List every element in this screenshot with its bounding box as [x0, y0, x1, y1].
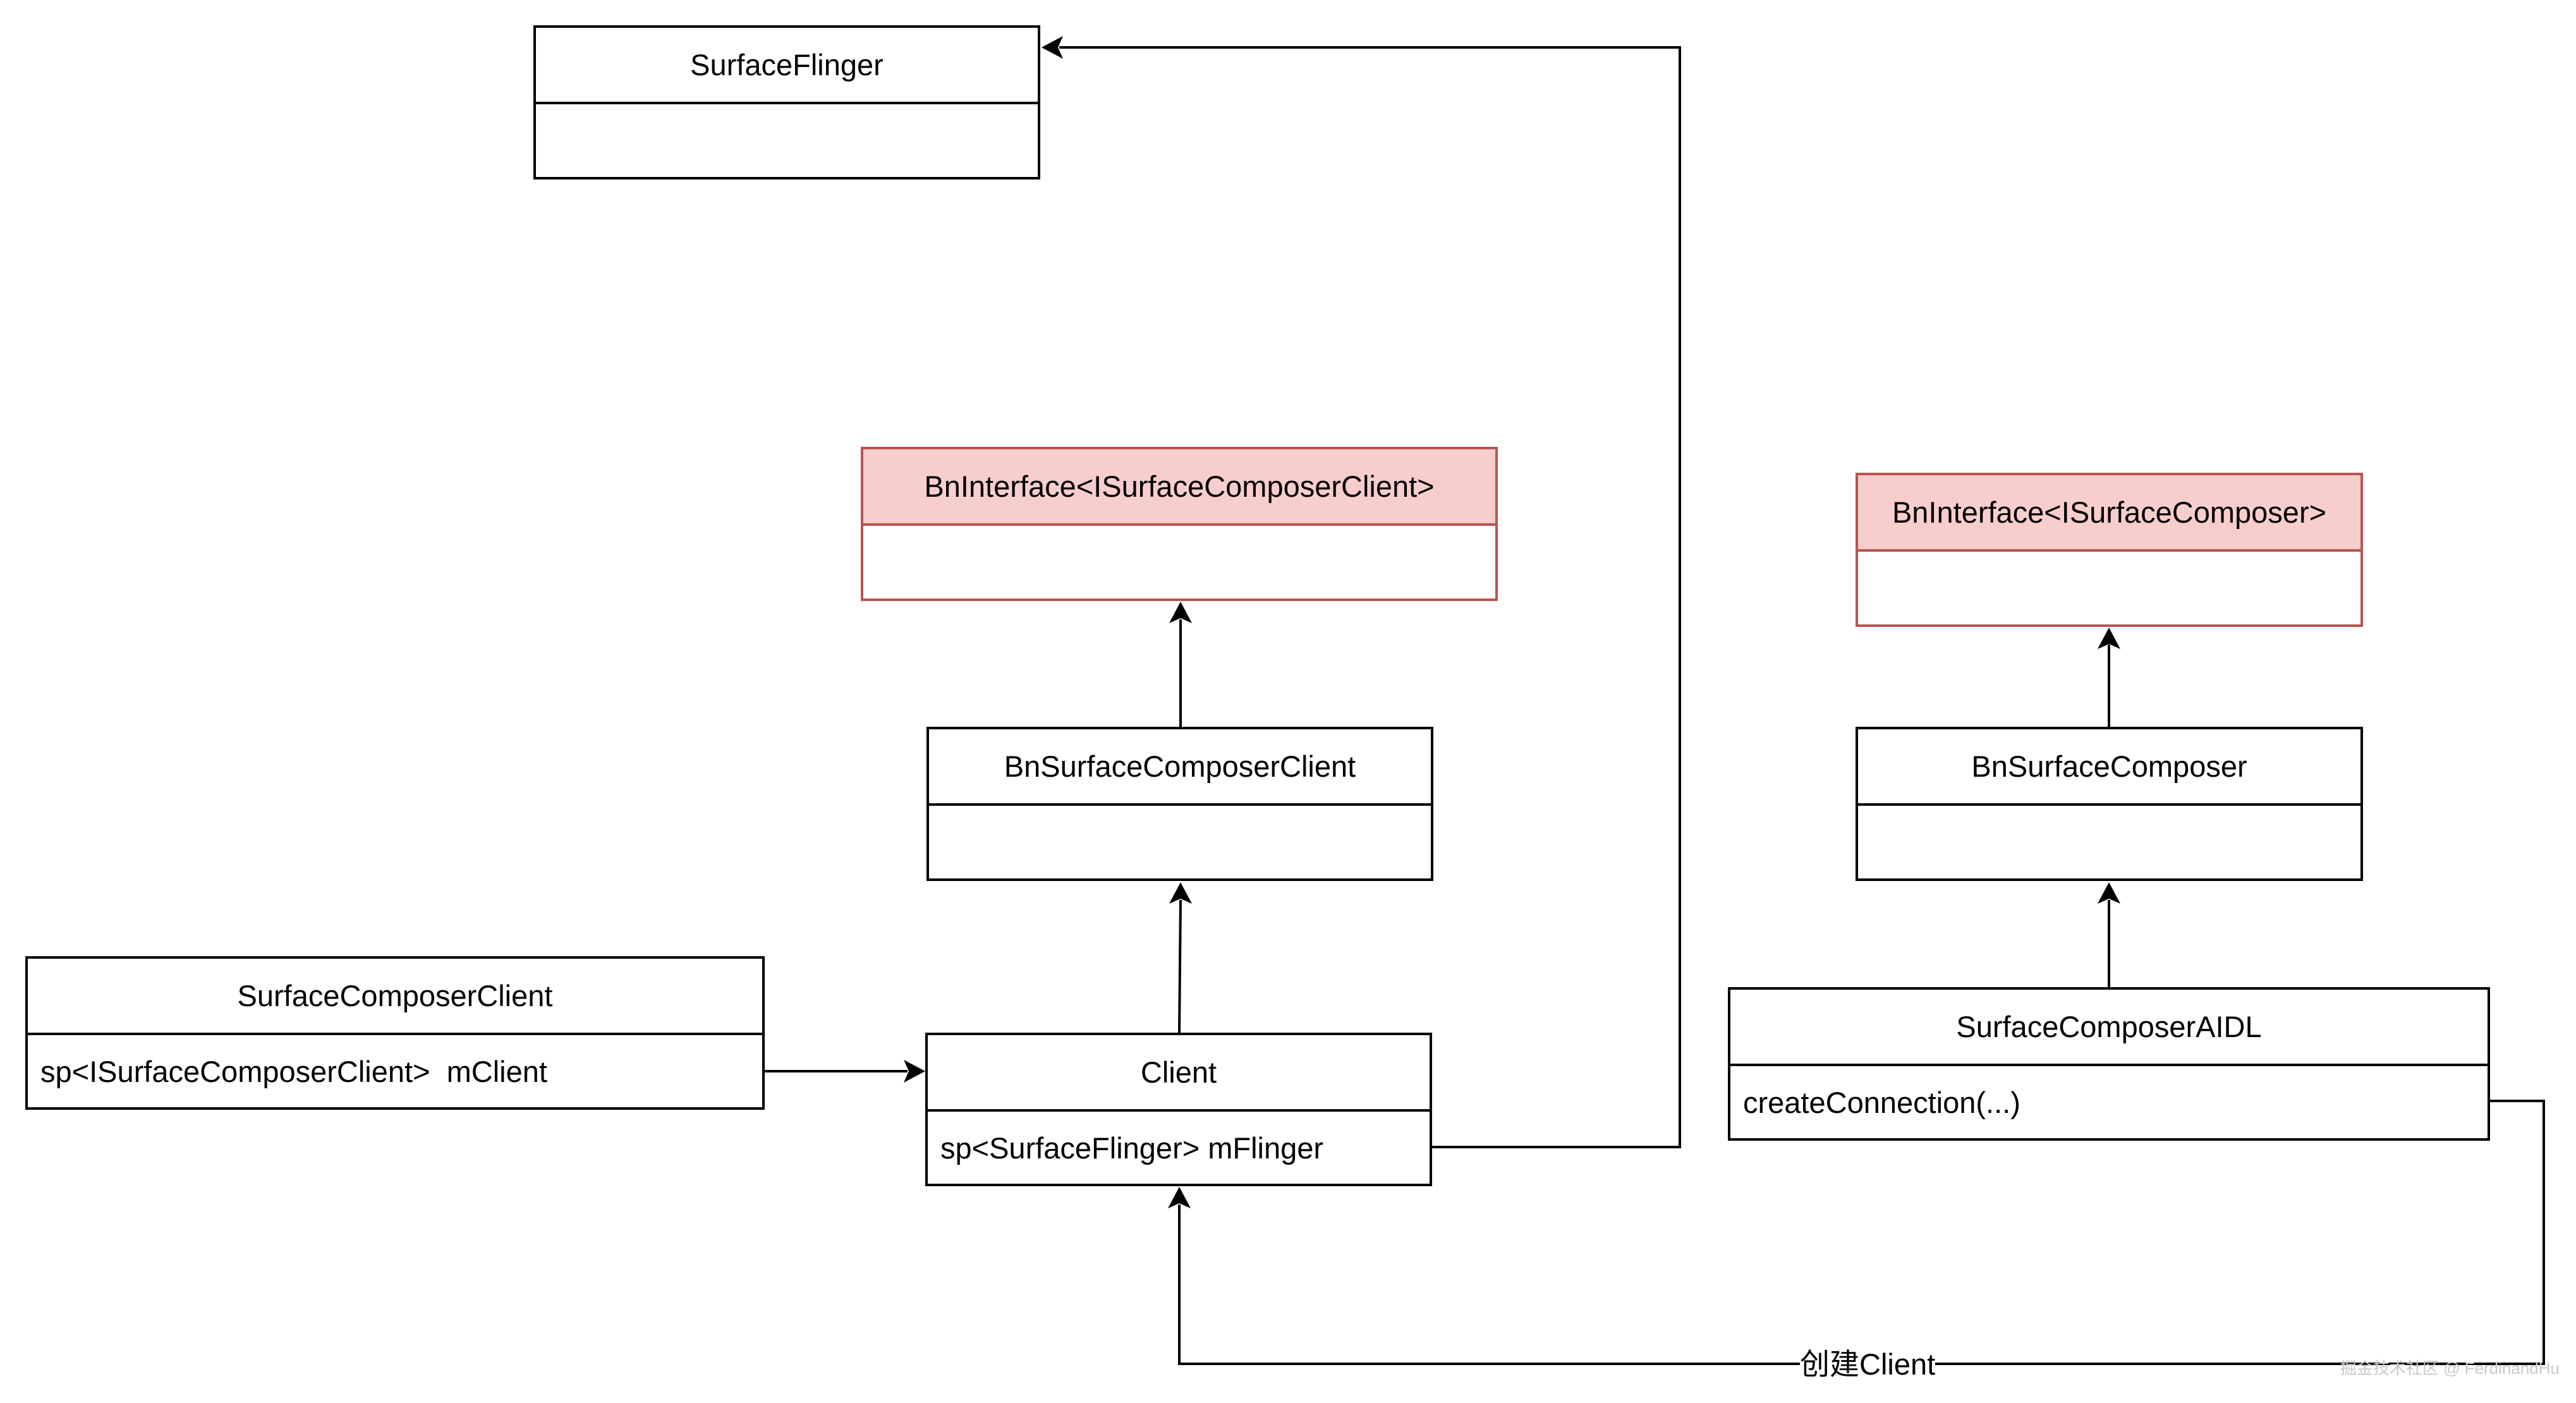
- class-bnsurfacecomposerclient[interactable]: BnSurfaceComposerClient: [927, 727, 1433, 881]
- arrowhead-client-bottom: [1168, 1187, 1191, 1208]
- class-name: SurfaceComposerClient: [28, 959, 762, 1035]
- arrowhead-surfaceflinger: [1042, 36, 1063, 59]
- class-members: sp<ISurfaceComposerClient> mClient: [40, 1054, 547, 1088]
- class-name: BnSurfaceComposerClient: [929, 729, 1431, 806]
- class-name: SurfaceFlinger: [536, 28, 1038, 104]
- class-name: BnInterface<ISurfaceComposerClient>: [863, 449, 1495, 526]
- class-bninterface-isurfacecomposerclient[interactable]: BnInterface<ISurfaceComposerClient>: [861, 447, 1498, 601]
- arrowhead-client-left: [904, 1060, 925, 1083]
- class-name: BnSurfaceComposer: [1858, 729, 2360, 806]
- class-name: SurfaceComposerAIDL: [1730, 990, 2488, 1066]
- arrowhead-bnsurfacecomposer: [2098, 882, 2120, 904]
- class-surfacecomposerclient[interactable]: SurfaceComposerClient sp<ISurfaceCompose…: [25, 956, 765, 1110]
- class-surfacecomposeraidl[interactable]: SurfaceComposerAIDL createConnection(...…: [1728, 987, 2490, 1141]
- class-members: [536, 104, 1038, 177]
- class-members: [863, 526, 1495, 598]
- class-members: [929, 806, 1431, 878]
- watermark: 掘金技术社区 @ FerdinandHu: [2340, 1359, 2560, 1378]
- class-client[interactable]: Client sp<SurfaceFlinger> mFlinger: [925, 1033, 1432, 1186]
- class-bnsurfacecomposer[interactable]: BnSurfaceComposer: [1856, 727, 2363, 881]
- edge-label-create-client: 创建Client: [1800, 1347, 1936, 1381]
- arrowhead-bninterface-composer: [2098, 628, 2120, 649]
- arrowhead-bnsurfacecomposerclient: [1169, 882, 1192, 904]
- class-bninterface-isurfacecomposer[interactable]: BnInterface<ISurfaceComposer>: [1856, 473, 2363, 627]
- arrowhead-bninterface-client: [1169, 602, 1192, 623]
- class-members: sp<SurfaceFlinger> mFlinger: [940, 1131, 1324, 1165]
- class-surfaceflinger[interactable]: SurfaceFlinger: [533, 25, 1040, 179]
- class-name: BnInterface<ISurfaceComposer>: [1858, 475, 2360, 552]
- class-members: createConnection(...): [1743, 1085, 2020, 1119]
- class-members: [1858, 806, 2360, 878]
- edge-client-to-bnsurfacecomposerclient: [1178, 899, 1182, 1033]
- class-members: [1858, 552, 2360, 624]
- class-name: Client: [928, 1035, 1430, 1112]
